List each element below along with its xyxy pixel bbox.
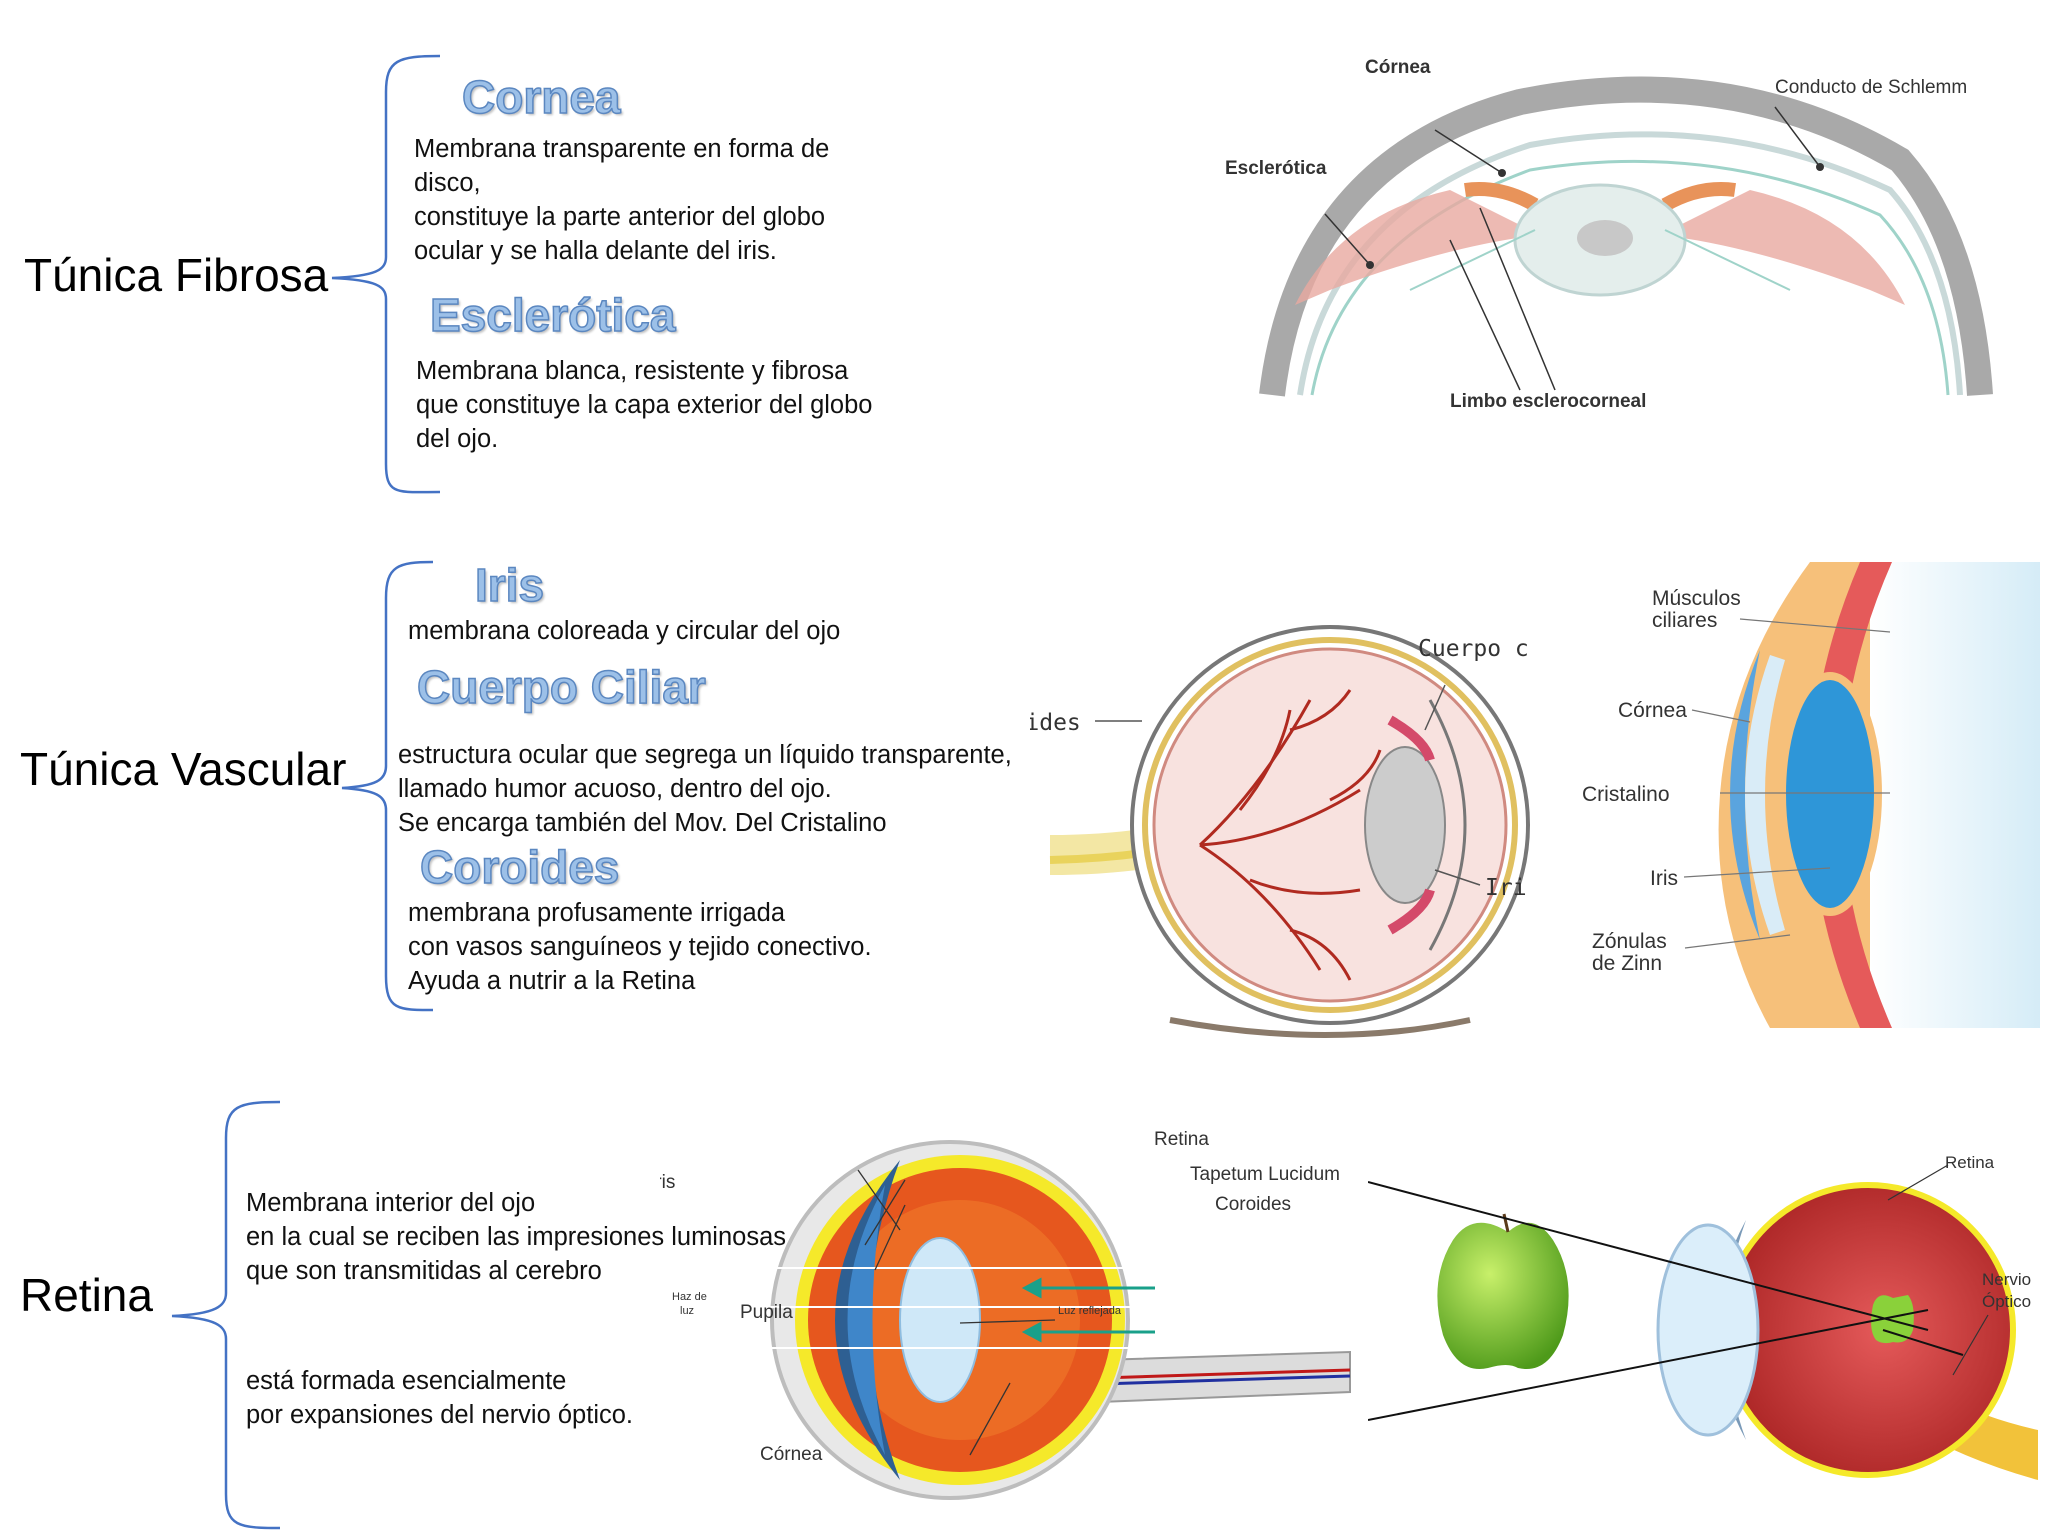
label-luz-reflejada: Luz reflejada <box>1058 1305 1122 1317</box>
label-cornea-lens: Córnea <box>1618 699 1687 722</box>
label-esclerotica-anterior: Esclerótica <box>1225 158 1327 179</box>
label-pupila: Pupila <box>740 1302 793 1323</box>
label-limbo: Limbo esclerocorneal <box>1450 391 1646 412</box>
section-title-tunica-vascular: Túnica Vascular <box>20 743 347 795</box>
label-haz-2: luz <box>680 1305 694 1317</box>
label-cornea-anterior: Córnea <box>1365 57 1431 78</box>
heading-esclerotica: Esclerótica <box>429 288 676 342</box>
label-cristalino: Cristalino <box>1582 783 1670 806</box>
vision-diagram: Retina Nervio Óptico <box>1368 1153 2038 1480</box>
lens-closeup-diagram: Músculos ciliares Córnea Cristalino Iris… <box>1582 562 2040 1028</box>
label-nervio-2: Óptico <box>1982 1292 2031 1311</box>
label-iris-retina: Iris <box>660 1172 675 1193</box>
text-esclerotica: Membrana blanca, resistente y fibrosa qu… <box>416 357 873 453</box>
text-retina-1: Membrana interior del ojo en la cual se … <box>246 1189 787 1285</box>
apple-icon <box>1437 1213 1569 1370</box>
bracket-retina <box>171 1100 281 1530</box>
label-coroides-retina: Coroides <box>1215 1194 1291 1215</box>
label-iris-lens: Iris <box>1650 867 1678 890</box>
label-cuerpo-ciliar-eyeball: Cuerpo c <box>1418 636 1529 662</box>
heading-cuerpo-ciliar: Cuerpo Ciliar <box>416 660 706 714</box>
label-zonulas-2: de Zinn <box>1592 952 1662 975</box>
bracket-tunica-fibrosa <box>331 54 441 494</box>
text-iris: membrana coloreada y circular del ojo <box>408 617 841 645</box>
label-coroides-eyeball: Coroides <box>1030 710 1081 736</box>
label-nervio-1: Nervio <box>1982 1270 2031 1289</box>
label-haz-1: Haz de <box>672 1291 707 1303</box>
apple-reflection-icon <box>1871 1295 1914 1344</box>
eyeball-section-diagram: Coroides Cuerpo c Iri: <box>1030 625 1530 1038</box>
bracket-tunica-vascular <box>341 560 434 1012</box>
label-musculos-1: Músculos <box>1652 587 1741 610</box>
text-retina-2: está formada esencialmente por expansion… <box>246 1367 633 1429</box>
section-title-retina: Retina <box>20 1269 153 1321</box>
retina-eye-diagram: Iris Retina Tapetum Lucidum Coroides Haz… <box>660 1129 1351 1500</box>
section-title-tunica-fibrosa: Túnica Fibrosa <box>24 249 329 301</box>
label-schlemm: Conducto de Schlemm <box>1775 77 1967 98</box>
label-iris-eyeball: Iri: <box>1485 875 1530 901</box>
label-cornea-retina: Córnea <box>760 1444 823 1465</box>
heading-cornea: Cornea <box>461 70 621 124</box>
label-zonulas-1: Zónulas <box>1592 930 1667 953</box>
label-musculos-2: ciliares <box>1652 609 1717 632</box>
text-cuerpo-ciliar: estructura ocular que segrega un líquido… <box>398 741 1012 837</box>
label-retina-retina: Retina <box>1154 1129 1209 1150</box>
text-coroides: membrana profusamente irrigada con vasos… <box>408 899 872 995</box>
label-retina-vision: Retina <box>1945 1153 1995 1172</box>
heading-coroides: Coroides <box>419 840 620 894</box>
label-tapetum: Tapetum Lucidum <box>1190 1164 1340 1185</box>
heading-iris: Iris <box>474 558 545 612</box>
text-cornea: Membrana transparente en forma de disco,… <box>414 135 830 265</box>
anterior-eye-diagram: Córnea Conducto de Schlemm Esclerótica L… <box>1225 57 1993 412</box>
